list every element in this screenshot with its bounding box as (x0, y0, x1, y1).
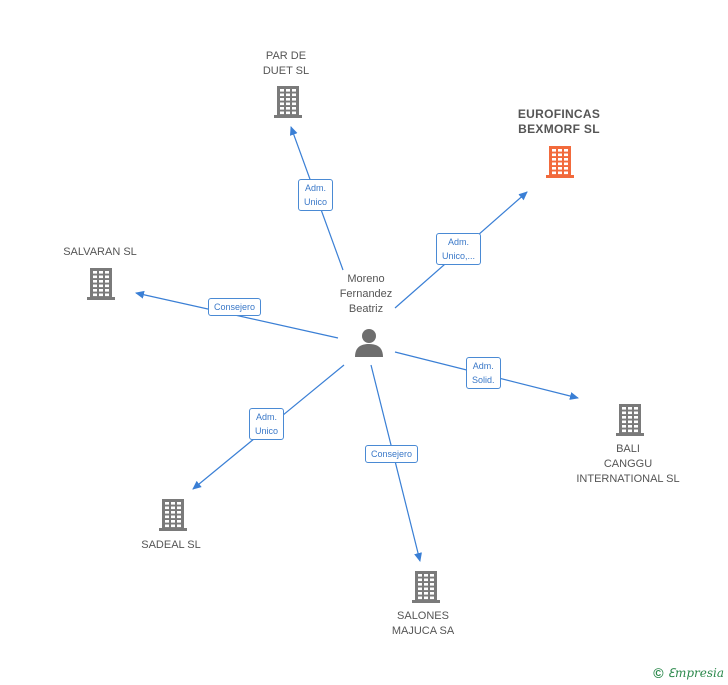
edge-role-badge-salvaran[interactable]: Consejero (208, 298, 262, 316)
building-icon (545, 144, 575, 183)
building-icon (273, 84, 303, 123)
company-name: PAR DE DUET SL (262, 50, 310, 77)
brand-logo: ℇmpresia (667, 666, 724, 680)
company-name: BALI CANGGU INTERNATIONAL SL (576, 443, 680, 485)
center-person-name: Moreno Fernandez Beatriz (339, 273, 393, 315)
edge-salones-majuca (370, 364, 422, 562)
edge-role-badge-eurofincas[interactable]: Adm. Unico,... (436, 233, 482, 265)
edge-role-badge-bali-canggu[interactable]: Adm. Solid. (466, 357, 501, 389)
building-icon (411, 569, 441, 608)
edge-role-badge-salones-majuca[interactable]: Consejero (365, 445, 419, 463)
building-icon (86, 266, 116, 305)
copyright-icon: © (653, 665, 664, 681)
footer-brand: © ℇmpresia (653, 665, 724, 681)
company-name: SALVARAN SL (63, 246, 137, 258)
company-name: SALONES MAJUCA SA (391, 610, 455, 637)
company-name: SADEAL SL (141, 539, 201, 551)
building-icon (615, 402, 645, 441)
edge-role-badge-sadeal[interactable]: Adm. Unico (249, 408, 285, 440)
edge-role-badge-par-de-duet[interactable]: Adm. Unico (298, 179, 334, 211)
company-name: EUROFINCAS BEXMORF SL (517, 107, 601, 136)
person-icon (355, 329, 383, 357)
building-icon (158, 497, 188, 536)
